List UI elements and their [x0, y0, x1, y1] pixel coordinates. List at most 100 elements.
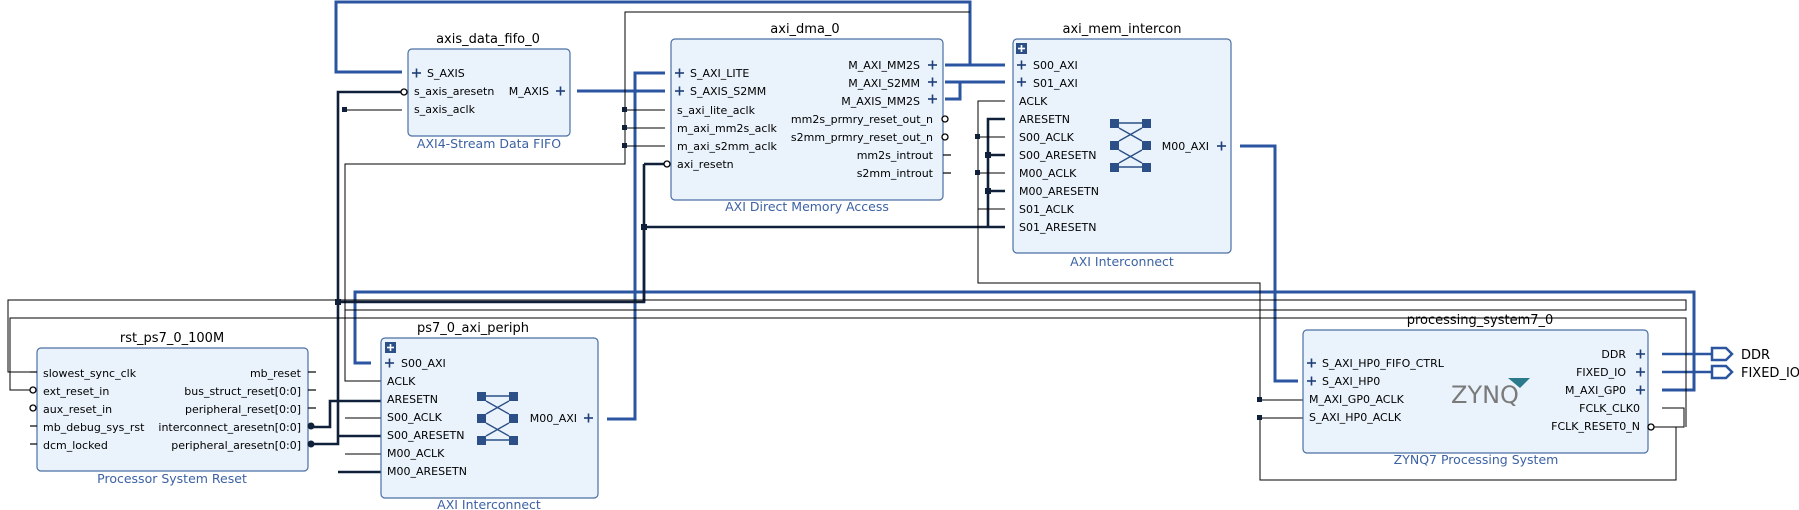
external-port-ddr[interactable]: DDR	[1710, 346, 1770, 363]
port-label: m_axi_mm2s_aclk	[677, 122, 778, 135]
port-inverted-icon	[29, 386, 37, 394]
expand-plus-icon[interactable]	[928, 60, 937, 70]
block-body[interactable]	[1012, 38, 1232, 254]
port-label: bus_struct_reset[0:0]	[184, 385, 301, 398]
port-label: S00_ARESETN	[1019, 149, 1096, 162]
port-label: S00_ACLK	[387, 411, 443, 424]
net-ext-reset[interactable]	[9, 317, 1687, 427]
port-label: mm2s_introut	[857, 149, 934, 162]
expand-plus-icon[interactable]	[675, 86, 684, 96]
bus-mem-to-hp0[interactable]	[1240, 144, 1298, 383]
net-junctions	[335, 107, 1262, 420]
block-body[interactable]	[380, 337, 599, 499]
port-label: ACLK	[1019, 95, 1048, 108]
expand-plus-icon[interactable]	[675, 68, 684, 78]
port-label: M_AXI_MM2S	[848, 59, 920, 72]
block-name: axi_dma_0	[770, 22, 839, 37]
expand-block-icon-plus	[387, 344, 394, 351]
port-label: interconnect_aresetn[0:0]	[158, 421, 301, 434]
block-body[interactable]	[407, 48, 571, 137]
block-name: axis_data_fifo_0	[436, 32, 540, 47]
net-periph-aresetn[interactable]	[310, 90, 402, 446]
expand-plus-icon[interactable]	[1636, 349, 1645, 359]
block-processor-system-reset[interactable]: rst_ps7_0_100M Processor System Reset sl…	[29, 331, 316, 486]
port-inverted-icon	[1647, 423, 1655, 431]
expand-plus-icon[interactable]	[1307, 358, 1316, 368]
port-label: M00_AXI	[1162, 140, 1209, 153]
expand-plus-icon[interactable]	[1017, 77, 1026, 87]
external-port-fixed-io[interactable]: FIXED_IO	[1710, 364, 1799, 381]
port-label: M_AXIS	[509, 85, 549, 98]
port-label: DDR	[1601, 348, 1626, 361]
port-label: S_AXI_LITE	[690, 67, 749, 80]
port-label: S_AXIS	[427, 67, 465, 80]
port-label: ARESETN	[1019, 113, 1070, 126]
block-processing-system[interactable]: processing_system7_0 ZYNQ7 Processing Sy…	[1302, 313, 1655, 467]
expand-plus-icon[interactable]	[556, 86, 565, 96]
port-label: s_axis_aclk	[414, 103, 476, 116]
zynq-logo-mark	[1508, 378, 1530, 388]
port-label: M00_ACLK	[1019, 167, 1077, 180]
block-name: axi_mem_intercon	[1063, 22, 1182, 37]
expand-block-icon-plus	[1018, 45, 1025, 52]
port-label: axi_resetn	[677, 158, 734, 171]
port-label: ACLK	[387, 375, 416, 388]
port-inverted-icon	[663, 160, 671, 168]
port-label: M00_ARESETN	[387, 465, 467, 478]
bus-periph-to-dma-lite[interactable]	[607, 71, 665, 421]
port-inverted-icon	[941, 133, 949, 141]
block-name: rst_ps7_0_100M	[120, 331, 224, 346]
net-fclk-reset[interactable]	[1259, 418, 1677, 481]
block-name: ps7_0_axi_periph	[417, 321, 529, 336]
net-clk-ps[interactable]	[1260, 399, 1303, 419]
port-label: mb_debug_sys_rst	[43, 421, 145, 434]
port-label: S_AXI_HP0_FIFO_CTRL	[1322, 357, 1445, 370]
expand-plus-icon[interactable]	[412, 68, 421, 78]
net-interconnect-aresetn[interactable]	[310, 399, 381, 429]
block-body[interactable]	[1302, 329, 1649, 454]
expand-plus-icon[interactable]	[1017, 60, 1026, 70]
port-label: aux_reset_in	[43, 403, 112, 416]
expand-plus-icon[interactable]	[584, 413, 593, 423]
port-label: S00_ARESETN	[387, 429, 464, 442]
expand-plus-icon[interactable]	[385, 358, 394, 368]
port-label: ARESETN	[387, 393, 438, 406]
block-body[interactable]	[36, 347, 309, 472]
expand-plus-icon[interactable]	[1636, 385, 1645, 395]
port-label: S_AXIS_S2MM	[690, 85, 766, 98]
expand-plus-icon[interactable]	[1307, 376, 1316, 386]
expand-plus-icon[interactable]	[928, 94, 937, 104]
block-axi-dma[interactable]: axi_dma_0 AXI Direct Memory Access S_AXI…	[663, 22, 951, 214]
net-clk-dma[interactable]	[625, 109, 665, 147]
port-label: s2mm_introut	[857, 167, 934, 180]
port-label: M_AXI_GP0	[1565, 384, 1626, 397]
port-label: FIXED_IO	[1576, 366, 1626, 379]
block-subtitle: AXI Direct Memory Access	[725, 199, 889, 214]
port-label: slowest_sync_clk	[43, 367, 137, 380]
port-label: dcm_locked	[43, 439, 108, 452]
expand-plus-icon[interactable]	[1217, 141, 1226, 151]
port-label: S_AXI_HP0	[1322, 375, 1380, 388]
port-label: M00_ARESETN	[1019, 185, 1099, 198]
net-clk-top[interactable]	[624, 11, 970, 110]
port-label: s2mm_prmry_reset_out_n	[791, 131, 933, 144]
net-clk-mem-branches[interactable]	[978, 136, 1005, 210]
external-port-icon	[1710, 364, 1734, 380]
port-inverted-icon	[400, 88, 408, 96]
port-label: peripheral_aresetn[0:0]	[171, 439, 301, 452]
block-axis-data-fifo[interactable]: axis_data_fifo_0 AXI4-Stream Data FIFO S…	[400, 32, 571, 151]
block-ps7-axi-periph[interactable]: ps7_0_axi_periph AXI Interconnect S00_AX…	[380, 321, 599, 510]
block-subtitle: AXI Interconnect	[1070, 254, 1174, 269]
block-axi-mem-intercon[interactable]: axi_mem_intercon AXI Interconnect S00_AX…	[1012, 22, 1232, 269]
net-slowest-clk[interactable]	[7, 299, 1687, 373]
port-label: S01_ARESETN	[1019, 221, 1096, 234]
expand-plus-icon[interactable]	[928, 77, 937, 87]
port-label: S00_ACLK	[1019, 131, 1075, 144]
net-clk-mem[interactable]	[977, 100, 1261, 400]
port-label: S00_AXI	[401, 357, 446, 370]
expand-plus-icon[interactable]	[1636, 367, 1645, 377]
bus-maxis-mm2s[interactable]	[945, 82, 962, 101]
net-clk-periph-branches[interactable]	[345, 417, 381, 455]
bus-gp0-to-periph[interactable]	[353, 290, 1696, 392]
